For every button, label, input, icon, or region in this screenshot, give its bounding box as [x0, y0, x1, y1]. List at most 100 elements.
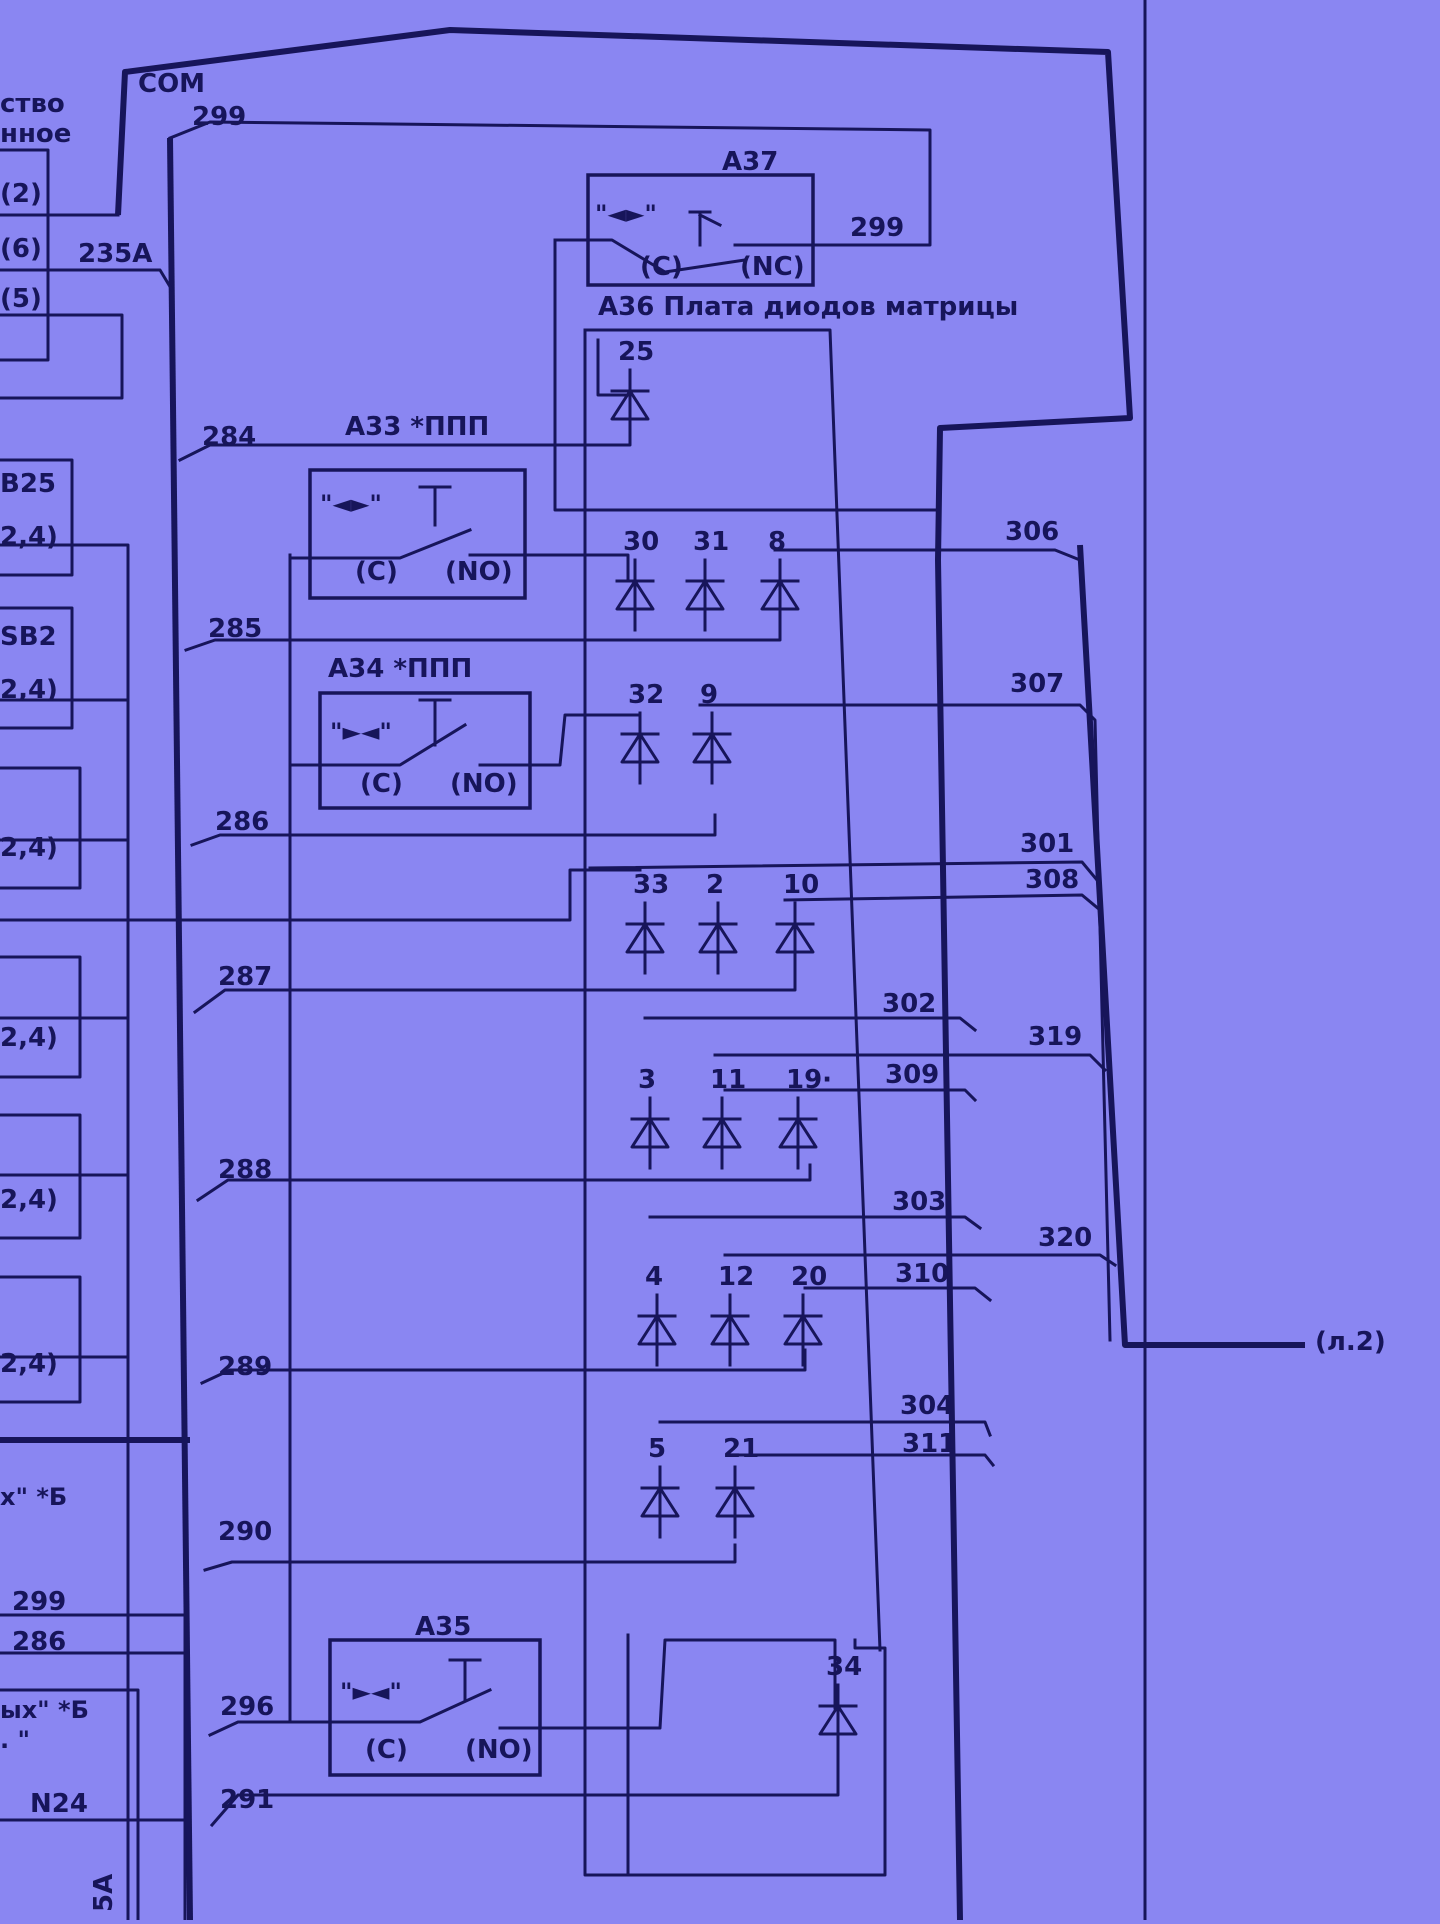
diode-number-label: 25 [618, 337, 654, 367]
diode-2: 2 [698, 870, 738, 975]
label-a33: A33 *ППП [345, 412, 489, 442]
left-fragment-1: ство [0, 89, 65, 119]
label-wire-311: 311 [902, 1429, 956, 1459]
left-fragment-15: ых" *Б [0, 1696, 89, 1724]
diode-19: 19· [778, 1065, 832, 1170]
a35-switch [288, 1638, 837, 1777]
label-wire-301: 301 [1020, 829, 1074, 859]
label-wire-291: 291 [220, 1785, 274, 1815]
left-fragment-8: SB2 [0, 622, 57, 652]
a37-relay [553, 173, 815, 287]
diode-number-label: 3 [638, 1065, 656, 1095]
diode-number-label: 21 [723, 1434, 759, 1464]
label-a37-c: (C) [640, 252, 683, 282]
a37-arrows-symbol: "◄►" [595, 200, 657, 228]
label-wire-235a: 235A [78, 239, 152, 269]
label-a34-c: (C) [360, 769, 403, 799]
label-wire-306: 306 [1005, 517, 1059, 547]
left-fragment-13: 2,4) [0, 1349, 58, 1379]
diode-4: 4 [637, 1262, 677, 1367]
label-wire-296: 296 [220, 1692, 274, 1722]
left-fragment-3: (2) [0, 179, 42, 209]
diode-number-label: 34 [826, 1652, 862, 1682]
diode-20: 20 [783, 1262, 827, 1367]
left-fragment-12: 2,4) [0, 1185, 58, 1215]
diode-number-label: 20 [791, 1262, 827, 1292]
diode-25: 25 [610, 337, 654, 442]
label-com: COM [138, 69, 205, 99]
label-a35-c: (C) [365, 1735, 408, 1765]
diode-number-label: 8 [768, 527, 786, 557]
label-wire-307: 307 [1010, 669, 1064, 699]
label-wire-308: 308 [1025, 865, 1079, 895]
label-wire-299-bottom: 299 [12, 1587, 66, 1617]
label-a37-out-299: 299 [850, 213, 904, 243]
label-wire-286: 286 [215, 807, 269, 837]
diode-number-label: 5 [648, 1434, 666, 1464]
diode-number-label: 31 [693, 527, 729, 557]
com-bus [115, 27, 1133, 1921]
a35-arrows-symbol: "►◄" [340, 1678, 402, 1706]
label-a36-title: A36 Плата диодов матрицы [598, 292, 1018, 322]
diode-10: 10 [775, 870, 819, 975]
left-fragment-17: N24 [30, 1789, 88, 1819]
feed-lines [0, 338, 840, 1922]
label-wire-289: 289 [218, 1352, 272, 1382]
left-fragment-7: 2,4) [0, 522, 58, 552]
label-a34-no: (NO) [450, 769, 518, 799]
diode-8: 8 [760, 527, 800, 632]
label-a35: A35 [415, 1612, 471, 1642]
label-a37-nc: (NC) [740, 252, 805, 282]
left-fragment-10: 2,4) [0, 833, 58, 863]
trunk-299 [167, 137, 193, 1921]
diode-30: 30 [615, 527, 659, 632]
a33-switch [288, 468, 630, 600]
label-wire-304: 304 [900, 1391, 954, 1421]
label-wire-290: 290 [218, 1517, 272, 1547]
label-sheet-ref: (л.2) [1315, 1327, 1386, 1357]
diode-32: 32 [620, 680, 664, 785]
diode-number-label: 4 [645, 1262, 663, 1292]
label-a34: A34 *ППП [328, 654, 472, 684]
label-wire-302: 302 [882, 989, 936, 1019]
a33-arrows-symbol: "◄►" [320, 490, 382, 518]
diode-number-label: 11 [710, 1065, 746, 1095]
diode-number-label: 19· [786, 1065, 832, 1095]
label-wire-286-bottom: 286 [12, 1627, 66, 1657]
diode-5: 5 [640, 1434, 680, 1539]
label-a35-no: (NO) [465, 1735, 533, 1765]
diode-group: 25 30 31 8 32 9 33 2 10 3 11 19· 4 12 20 5 21 34 [610, 337, 862, 1757]
diode-34: 34 [818, 1652, 862, 1757]
left-fragment-14: х" *Б [0, 1483, 67, 1511]
diode-number-label: 30 [623, 527, 659, 557]
label-a33-c: (C) [355, 557, 398, 587]
diode-33: 33 [625, 870, 669, 975]
label-wire-309: 309 [885, 1060, 939, 1090]
label-wire-284: 284 [202, 422, 256, 452]
label-wire-320: 320 [1038, 1223, 1092, 1253]
diode-9: 9 [692, 680, 732, 785]
label-wire-299-top: 299 [192, 102, 246, 132]
left-fragment-18: 5A [89, 1874, 119, 1912]
diode-number-label: 33 [633, 870, 669, 900]
diode-number-label: 12 [718, 1262, 754, 1292]
diode-number-label: 10 [783, 870, 819, 900]
left-fragment-11: 2,4) [0, 1023, 58, 1053]
a34-arrows-symbol: "►◄" [330, 718, 392, 746]
diode-21: 21 [715, 1434, 759, 1539]
right-output-lines [588, 544, 1305, 1468]
label-wire-288: 288 [218, 1155, 272, 1185]
label-wire-303: 303 [892, 1187, 946, 1217]
left-fragment-9: 2,4) [0, 675, 58, 705]
diode-number-label: 9 [700, 680, 718, 710]
diode-31: 31 [685, 527, 729, 632]
label-wire-310: 310 [895, 1259, 949, 1289]
diode-3: 3 [630, 1065, 670, 1170]
label-wire-319: 319 [1028, 1022, 1082, 1052]
left-fragment-5: (5) [0, 284, 42, 314]
left-terminal-boxes [0, 148, 192, 1922]
left-fragment-6: B25 [0, 469, 56, 499]
label-wire-287: 287 [218, 962, 272, 992]
